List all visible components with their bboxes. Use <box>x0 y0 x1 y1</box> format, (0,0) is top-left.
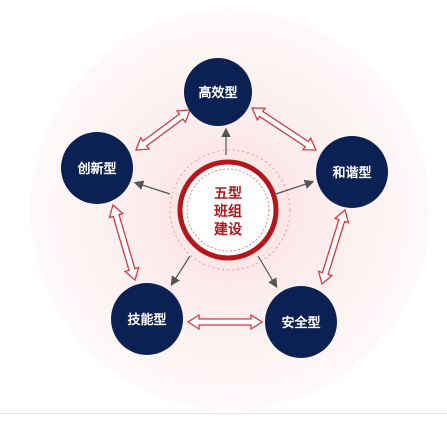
node-safe: 安全型 <box>265 286 337 358</box>
node-innovative: 创新型 <box>61 132 133 204</box>
center-connections <box>133 127 315 289</box>
center-line-2: 班组 <box>214 203 242 220</box>
node-safe-label: 安全型 <box>281 315 320 331</box>
arrow-center-innovative <box>133 180 171 195</box>
node-harmonious-label: 和谐型 <box>332 165 371 181</box>
arrow-center-harmonious <box>275 179 315 195</box>
center-line-1: 五型 <box>214 185 242 202</box>
arrow-efficient-harmonious <box>250 107 318 151</box>
node-innovative-label: 创新型 <box>76 161 116 177</box>
arrow-skilled-safe <box>186 313 264 331</box>
arrow-innovative-skilled <box>108 203 140 282</box>
arrow-center-safe <box>257 255 278 289</box>
node-efficient: 高效型 <box>184 58 252 126</box>
bottom-divider <box>0 413 447 414</box>
node-skilled-label: 技能型 <box>127 312 166 328</box>
center-node: 五型 班组 建设 <box>177 159 279 261</box>
node-efficient-label: 高效型 <box>198 85 237 101</box>
node-harmonious: 和谐型 <box>316 136 388 208</box>
arrow-harmonious-safe <box>317 208 350 286</box>
dotted-orbit <box>169 149 291 271</box>
arrow-center-skilled <box>170 255 191 287</box>
center-line-3: 建设 <box>214 221 243 238</box>
node-skilled: 技能型 <box>111 283 183 355</box>
